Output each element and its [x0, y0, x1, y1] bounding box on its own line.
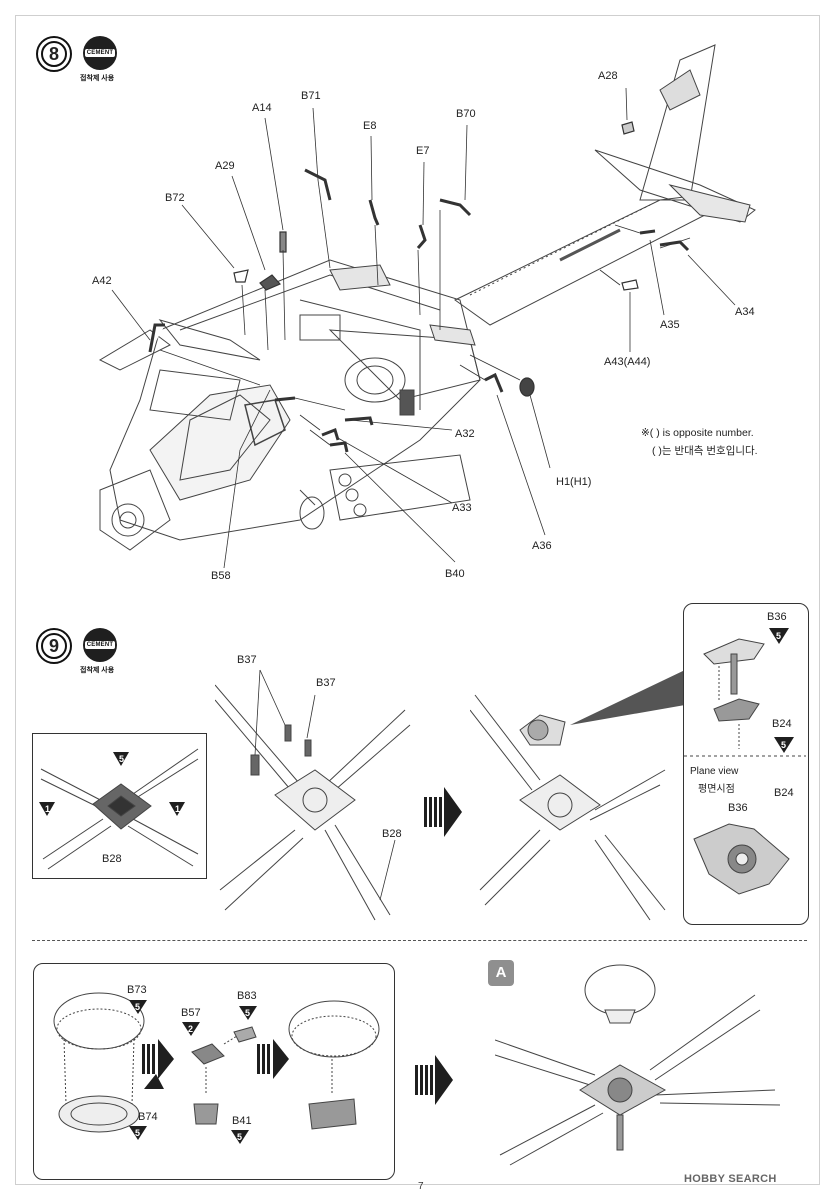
hub-detail-panel: 5 5 B36 B24 Plane view 평면시점 B36 B24	[683, 603, 809, 925]
part-label-B28: B28	[382, 828, 402, 840]
arrow-icon	[424, 787, 462, 837]
part-label-B37b: B37	[316, 677, 336, 689]
cement-caption: 접착제 사용	[80, 75, 115, 82]
arrow-icon	[415, 1055, 453, 1105]
cement-icon: CEMENT	[83, 36, 117, 70]
inset-badge-5: 5	[119, 754, 124, 764]
B74-badge: 5	[135, 1128, 140, 1138]
plane-view-B24: B24	[774, 787, 794, 799]
plane-view-ko: 평면시점	[698, 784, 735, 795]
cement-caption: 접착제 사용	[80, 667, 115, 674]
part-label-B73: B73	[127, 984, 147, 996]
cement-icon-label: CEMENT	[84, 49, 116, 57]
part-label-B41: B41	[232, 1115, 252, 1127]
B36-badge: 5	[776, 631, 781, 641]
B83-badge: 5	[245, 1008, 250, 1018]
cement-icon-label: CEMENT	[84, 641, 116, 649]
part-label-A14: A14	[252, 102, 272, 114]
step-8-badge: 8	[36, 36, 72, 72]
helicopter-fuselage-drawing	[98, 44, 756, 569]
final-rotor-drawing	[495, 964, 781, 1166]
part-label-A34: A34	[735, 306, 755, 318]
part-label-A42: A42	[92, 275, 112, 287]
detail-label-B24: B24	[772, 718, 792, 730]
inset-badge-1a: 1	[45, 804, 50, 814]
B41-badge: 5	[237, 1132, 242, 1142]
part-label-E7: E7	[416, 145, 430, 157]
B24-badge: 5	[781, 740, 786, 750]
rotor-inset-panel: 5 1 1 B28	[32, 733, 207, 879]
cement-icon: CEMENT	[83, 628, 117, 662]
part-label-B58: B58	[211, 570, 231, 582]
part-label-B83: B83	[237, 990, 257, 1002]
plane-view-en: Plane view	[690, 766, 739, 777]
subassembly-panel: 5 5 2 5 5 B73 B74 B57 B83 B41	[33, 963, 395, 1180]
part-label-E8: E8	[363, 120, 377, 132]
part-label-B57: B57	[181, 1007, 201, 1019]
part-label-B72: B72	[165, 192, 185, 204]
part-label-A32: A32	[455, 428, 475, 440]
step-9-badge: 9	[36, 628, 72, 664]
callout-A-badge: A	[488, 960, 514, 986]
part-label-H1: H1(H1)	[556, 476, 592, 488]
page-border	[15, 15, 820, 1185]
part-label-B37a: B37	[237, 654, 257, 666]
part-label-A29: A29	[215, 160, 235, 172]
hub-detail-drawing: 5 5	[684, 628, 806, 895]
plane-view-B36: B36	[728, 802, 748, 814]
part-label-B70: B70	[456, 108, 476, 120]
opposite-number-note-ko: ( )는 반대측 번호입니다.	[652, 445, 758, 457]
part-label-A43: A43(A44)	[604, 356, 651, 368]
step-8-number: 8	[41, 41, 67, 67]
assembled-rotor-drawing	[470, 694, 666, 921]
opposite-number-note-en: ※( ) is opposite number.	[641, 427, 754, 439]
part-label-A28: A28	[598, 70, 618, 82]
part-label-B40: B40	[445, 568, 465, 580]
part-label-A36: A36	[532, 540, 552, 552]
inset-label-B28: B28	[102, 853, 122, 865]
detail-label-B36: B36	[767, 611, 787, 623]
part-label-B74: B74	[138, 1111, 158, 1123]
part-label-B71: B71	[301, 90, 321, 102]
inset-badge-1b: 1	[175, 804, 180, 814]
step-9-number: 9	[41, 633, 67, 659]
watermark: HOBBY SEARCH	[684, 1173, 777, 1185]
B73-badge: 5	[135, 1002, 140, 1012]
subassembly-drawing: 5 5 2 5 5	[53, 992, 380, 1144]
rotor-blade-drawing	[215, 669, 411, 921]
rotor-hub-inset-drawing: 5 1 1	[39, 748, 199, 870]
section-divider	[32, 940, 807, 941]
part-label-A33: A33	[452, 502, 472, 514]
B57-badge: 2	[188, 1024, 193, 1034]
part-label-A35: A35	[660, 319, 680, 331]
detail-callout-wedge	[570, 670, 685, 725]
page-number: 7	[418, 1181, 424, 1192]
